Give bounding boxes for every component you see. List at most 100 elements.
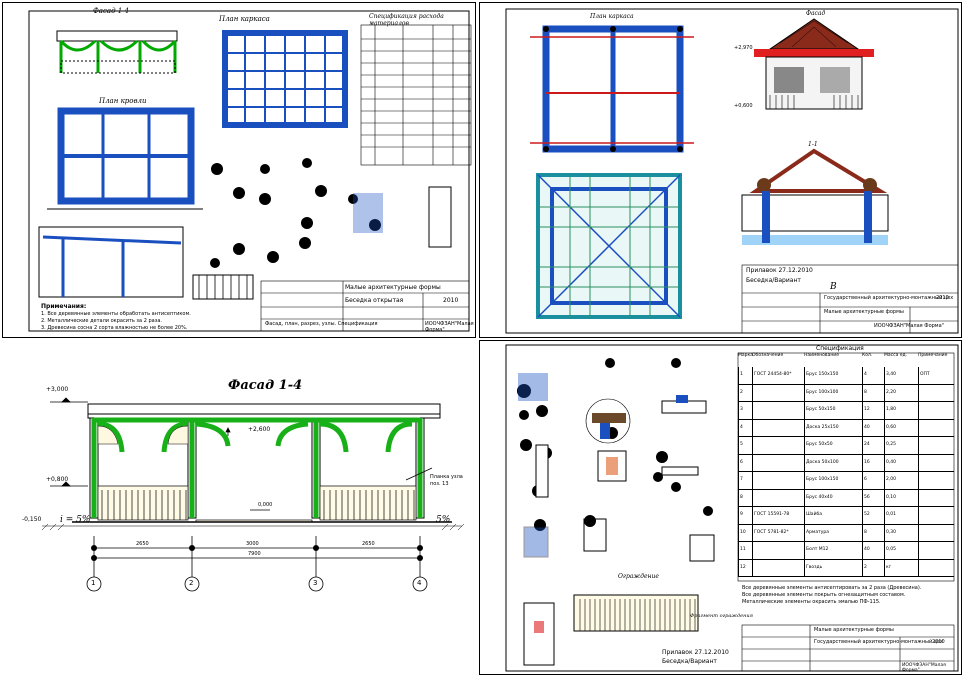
sheet-4-stamp-date: Прилавок 27.12.2010 [662, 649, 729, 656]
table-cell: 16 [862, 454, 884, 471]
sheet-2-mark-2: +0,600 [734, 103, 753, 109]
table-cell [918, 524, 954, 541]
dim-3: 2650 [362, 541, 375, 547]
table-cell [918, 507, 954, 524]
table-cell [752, 454, 804, 471]
table-cell: 0,01 [884, 507, 918, 524]
table-cell [752, 559, 804, 576]
table-cell: 7 [738, 472, 752, 489]
table-cell [752, 542, 804, 559]
table-cell: 8 [738, 489, 752, 506]
drawing-sheet-4: Спецификация Марка Обозначение Наименова… [479, 340, 962, 675]
table-cell: Болт М12 [804, 542, 862, 559]
sheet-2-stamp-project: Государственный архитектурно-монтажный ц… [824, 295, 954, 301]
table-cell: 0,60 [884, 419, 918, 436]
table-cell: 2 [862, 559, 884, 576]
sheet-1-note-2: 2. Металлические детали окрасить за 2 ра… [41, 318, 163, 324]
spec-note-2: Все деревянные элементы покрыть огнезащи… [742, 592, 906, 598]
table-cell [918, 454, 954, 471]
table-cell: ОПТ [918, 367, 954, 384]
facade-drawing [41, 397, 465, 592]
drawing-sheet-2: B План каркаса Фасад 1-1 +2,970 +0,600 П… [479, 2, 962, 338]
table-cell: 5 [738, 437, 752, 454]
table-cell [752, 402, 804, 419]
sheet-4-stamp-firm: ИООЧФЗАН"Малая Форма" [902, 663, 946, 673]
facade-title: Фасад 1-4 [228, 378, 303, 393]
level-mid: +2,600 [248, 426, 271, 433]
sheet-2-stamp-year: 2010 [936, 295, 949, 301]
level-zero: 0,000 [258, 502, 273, 508]
table-cell: Брус 50х150 [804, 402, 862, 419]
spec-header-mass: Масса ед. [884, 353, 908, 358]
table-cell: 0,30 [884, 524, 918, 541]
sheet-4-drawing [505, 344, 959, 672]
spec-header-row: Марка Обозначение Наименование Кол. Масс… [738, 353, 954, 365]
dim-2: 3000 [246, 541, 259, 547]
table-cell: 6 [862, 472, 884, 489]
sheet-4-stamp-note: Беседка/Вариант [662, 658, 717, 665]
table-cell: Брус 50х50 [804, 437, 862, 454]
sheet-1-note-1: 1. Все деревянные элементы обработать ан… [41, 311, 191, 317]
level-top: +3,000 [46, 386, 69, 393]
table-cell: 8 [862, 384, 884, 401]
table-cell: Брус 40х40 [804, 489, 862, 506]
table-cell: 2 [738, 384, 752, 401]
table-cell: 8 [862, 524, 884, 541]
table-cell [752, 419, 804, 436]
axis-1: 1 [91, 579, 96, 587]
table-cell [918, 384, 954, 401]
level-ground: -0,150 [22, 516, 42, 523]
table-cell: 4 [862, 367, 884, 384]
table-cell: 12 [738, 559, 752, 576]
spec-header-designation: Обозначение [752, 353, 784, 358]
table-cell [918, 472, 954, 489]
table-cell [918, 559, 954, 576]
table-cell [752, 489, 804, 506]
sheet-2-stamp-firm: ИООЧФЗАН"Малая Форма" [874, 323, 944, 329]
table-cell: 56 [862, 489, 884, 506]
sheet-2-facade-title: Фасад [806, 10, 826, 17]
table-cell: 2,00 [884, 472, 918, 489]
spec-header-qty: Кол. [862, 353, 873, 358]
table-cell: 10 [738, 524, 752, 541]
slope-right: 5% [436, 515, 451, 525]
table-cell: 0,05 [884, 542, 918, 559]
sheet-1-note-3: 3. Древесина сосна 2 сорта влажностью не… [41, 325, 188, 331]
railing-label: Фрагмент ограждения [690, 613, 753, 619]
table-cell: Брус 100х150 [804, 472, 862, 489]
sheet-1-drawing [28, 10, 472, 332]
dim-total: 7900 [248, 551, 261, 557]
table-cell: Брус 150х150 [804, 367, 862, 384]
sheet-1-notes-title: Примечания: [41, 303, 87, 310]
sheet-2-mark-b-glyph: B [829, 282, 837, 292]
callout-label: Планка узла поз. 13 [430, 474, 463, 487]
table-cell: 1,80 [884, 402, 918, 419]
spec-header-name: Наименование [804, 353, 839, 358]
sheet-1-spec-title: Спецификация расхода материалов [369, 13, 444, 27]
table-cell: 2,20 [884, 384, 918, 401]
sheet-1-plan-title: План кровли [99, 97, 147, 105]
sheet-1-facade-title: Фасад 1-4 [93, 7, 130, 15]
table-cell: Брус 100х100 [804, 384, 862, 401]
table-cell [918, 402, 954, 419]
sheet-2-stamp-note: Беседка/Вариант [746, 277, 801, 284]
table-cell: Арматура [804, 524, 862, 541]
table-cell: 0,10 [884, 489, 918, 506]
table-cell [752, 384, 804, 401]
spec-header-mark: Марка [738, 353, 753, 358]
sheet-1-stamp-firm: ИООЧФЗАН"Малая Форма" [425, 321, 474, 333]
table-cell: 11 [738, 542, 752, 559]
table-cell: 24 [862, 437, 884, 454]
table-cell [918, 542, 954, 559]
table-cell [918, 489, 954, 506]
spec-header-note: Примечание [918, 353, 948, 358]
spec-note-1: Все деревянные элементы антисептировать … [742, 585, 922, 591]
sheet-1-stamp-sheet: Фасад, план, разрез, узлы. Спецификация [265, 321, 378, 327]
